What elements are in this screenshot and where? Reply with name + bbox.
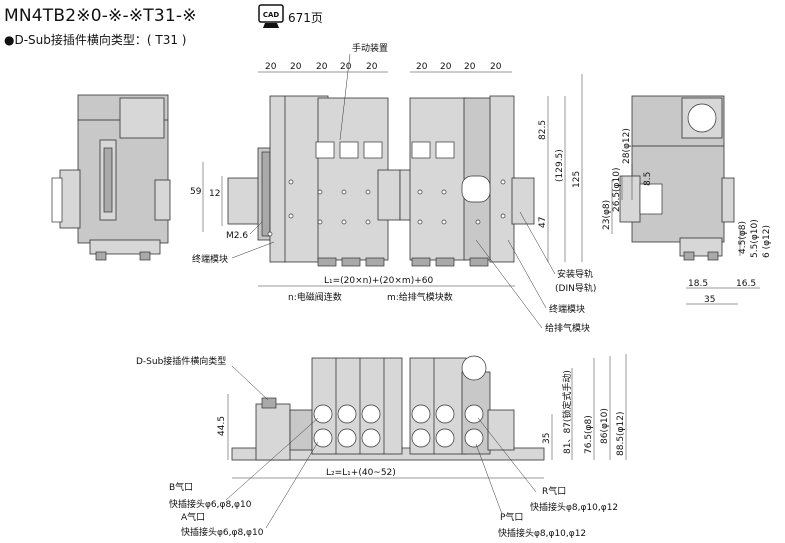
top-view-height-dims: 82.5 (129.5) 47 125 [538, 74, 583, 262]
dim-76-5: 76.5(φ8) [584, 415, 594, 454]
pitch-6: 20 [416, 62, 428, 72]
dim-47: 47 [538, 217, 548, 228]
m26-label: M2.6 [226, 231, 248, 241]
pitch-7: 20 [440, 62, 452, 72]
cad-page-ref[interactable]: 671页 [288, 11, 323, 25]
pitch-4: 20 [340, 62, 352, 72]
dim-8-5: 8.5 [643, 172, 653, 186]
b-port-fitting: 快插接头φ6,φ8,φ10 [169, 498, 252, 510]
l1-dimension: L₁=(20×n)+(20×m)+60 n:电磁阀连数 m:给排气模块数 M2.… [192, 221, 515, 303]
dim-86: 86(φ10) [600, 408, 610, 444]
front-view-dims: D-Sub接插件横向类型 44.5 35 81、87(锁定式手动) 76.5(φ… [136, 354, 627, 479]
pitch-3: 20 [316, 62, 328, 72]
pitch-5: 20 [366, 62, 378, 72]
dim-4-5-phi8: 4.5(φ8) [738, 221, 748, 254]
dim-44-5: 44.5 [217, 416, 227, 436]
cad-label: CAD [263, 11, 280, 19]
right-side-view [619, 95, 735, 261]
r-port-label: R气口 [542, 485, 566, 497]
supply-block-label: 给排气模块 [545, 322, 590, 334]
port-circles [313, 404, 484, 448]
dim-18-5: 18.5 [688, 279, 708, 289]
dim-82-5: 82.5 [538, 120, 548, 140]
dim-35-side: 35 [704, 295, 715, 305]
a-port-label: A气口 [181, 511, 205, 523]
left-end-view [51, 94, 171, 261]
dim-125: 125 [572, 171, 582, 188]
connector-type-subtitle: ●D-Sub接插件横向类型：( T31 ) [4, 33, 187, 47]
l2-formula: L₂=L₁+(40~52) [326, 468, 396, 478]
port-callouts: B气口 快插接头φ6,φ8,φ10 A气口 快插接头φ6,φ8,φ10 R气口 … [169, 417, 618, 539]
dim-88-5: 88.5(φ12) [616, 412, 626, 456]
dim-129-5: (129.5) [555, 149, 565, 182]
top-view-right [399, 95, 535, 267]
dim-28-phi12: 28(φ12) [622, 128, 632, 164]
n-valve-count: n:电磁阀连数 [288, 291, 342, 303]
pitch-dimensions: 20 20 20 20 20 20 20 20 20 手动装置 [258, 42, 512, 141]
dsub-label: D-Sub接插件横向类型 [136, 355, 226, 367]
l1-formula: L₁=(20×n)+(20×m)+60 [324, 276, 433, 286]
m-block-count: m:给排气模块数 [387, 291, 453, 303]
cad-icon: CAD [258, 4, 284, 28]
pitch-9: 20 [490, 62, 502, 72]
end-block-right: 终端模块 [549, 303, 585, 315]
dim-26-5-phi10: 26.5(φ10) [612, 168, 622, 212]
din-rail-sub: (DIN导轨) [555, 282, 596, 294]
pitch-1: 20 [265, 62, 277, 72]
p-port-label: P气口 [500, 511, 523, 523]
r-port-fitting: 快插接头φ8,φ10,φ12 [530, 501, 618, 513]
dim-16-5: 16.5 [736, 279, 756, 289]
dim-35-front: 35 [542, 433, 552, 444]
manual-device-label: 手动装置 [352, 42, 388, 54]
pitch-2: 20 [290, 62, 302, 72]
b-port-label: B气口 [169, 481, 193, 493]
din-rail-label: 安装导轨 [557, 268, 593, 280]
model-title: MN4TB2※0-※-※T31-※ [4, 6, 197, 26]
right-side-dims: 23(φ8) 26.5(φ10) 28(φ12) 8.5 4.5(φ8) 5.5… [602, 128, 772, 305]
a-port-fitting: 快插接头φ6,φ8,φ10 [181, 526, 264, 538]
front-view [231, 355, 545, 461]
dim-5-5-phi10: 5.5(φ10) [750, 219, 760, 258]
dim-12: 12 [209, 189, 220, 199]
p-port-fitting: 快插接头φ8,φ10,φ12 [498, 527, 586, 539]
dim-6-phi12: 6 (φ12) [762, 225, 772, 258]
pitch-8: 20 [464, 62, 476, 72]
end-block-left: 终端模块 [192, 253, 228, 265]
dim-59: 59 [190, 187, 202, 197]
top-view-callouts: 安装导轨 (DIN导轨) 终端模块 给排气模块 [475, 211, 596, 334]
top-view-left: 59 12 [190, 95, 401, 267]
dim-23-phi8: 23(φ8) [602, 200, 612, 230]
manual-override-buttons [315, 141, 383, 159]
dim-81-87: 81、87(锁定式手动) [561, 370, 573, 454]
